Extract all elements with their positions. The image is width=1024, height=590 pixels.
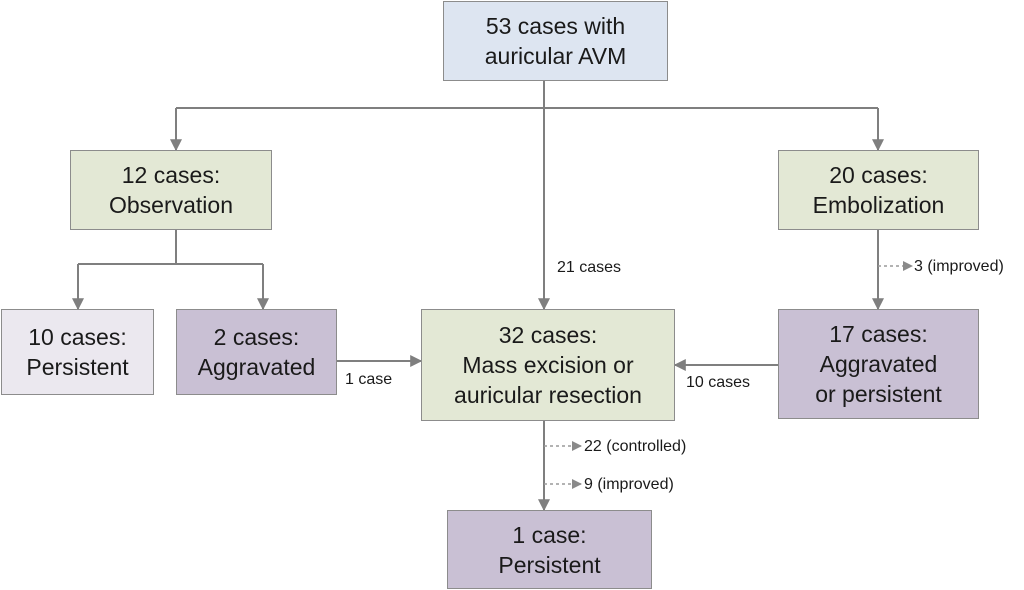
- aggravated-2-node: 2 cases: Aggravated: [176, 309, 337, 395]
- embolization-node: 20 cases: Embolization: [778, 150, 979, 230]
- embolization-node-line1: 20 cases:: [829, 162, 928, 188]
- aggravated-17-node-line3: or persistent: [815, 381, 942, 407]
- observation-branch-connector: [72, 230, 269, 311]
- embolization-node-line2: Embolization: [812, 192, 945, 218]
- persistent-1-node: 1 case: Persistent: [447, 510, 652, 589]
- aggravated-17-node-line1: 17 cases:: [829, 321, 928, 347]
- excision-improved-label: 9 (improved): [584, 476, 674, 493]
- root-node-line1: 53 cases with: [485, 13, 626, 39]
- embolization-to-excision-label: 10 cases: [686, 374, 751, 391]
- excision-node-line3: auricular resection: [454, 382, 642, 408]
- observation-node: 12 cases: Observation: [70, 150, 272, 230]
- direct-excision-label: 21 cases: [557, 259, 622, 276]
- aggravated-17-node: 17 cases: Aggravated or persistent: [778, 309, 979, 419]
- root-branch-connector: [170, 80, 884, 311]
- persistent-10-node: 10 cases: Persistent: [1, 309, 154, 395]
- root-node: 53 cases with auricular AVM: [443, 1, 668, 81]
- embolization-improved-label: 3 (improved): [914, 258, 1004, 275]
- aggravated-17-node-line2: Aggravated: [819, 351, 938, 377]
- excision-node-line1: 32 cases:: [498, 322, 598, 348]
- excision-node: 32 cases: Mass excision or auricular res…: [421, 309, 675, 421]
- aggravated-2-node-line1: 2 cases:: [213, 324, 300, 350]
- aggravated-2-node-line2: Aggravated: [197, 354, 316, 380]
- persistent-10-node-line1: 10 cases:: [28, 324, 127, 350]
- excision-controlled-label: 22 (controlled): [584, 438, 687, 455]
- persistent-1-node-line2: Persistent: [498, 551, 601, 578]
- persistent-10-node-line2: Persistent: [26, 354, 129, 380]
- persistent-1-node-line1: 1 case:: [512, 521, 587, 548]
- observation-node-line2: Observation: [108, 192, 233, 218]
- observation-node-line1: 12 cases:: [121, 162, 221, 188]
- excision-node-line2: Mass excision or: [462, 352, 634, 378]
- root-node-line2: auricular AVM: [484, 43, 627, 69]
- aggravated-to-excision-label: 1 case: [345, 371, 393, 388]
